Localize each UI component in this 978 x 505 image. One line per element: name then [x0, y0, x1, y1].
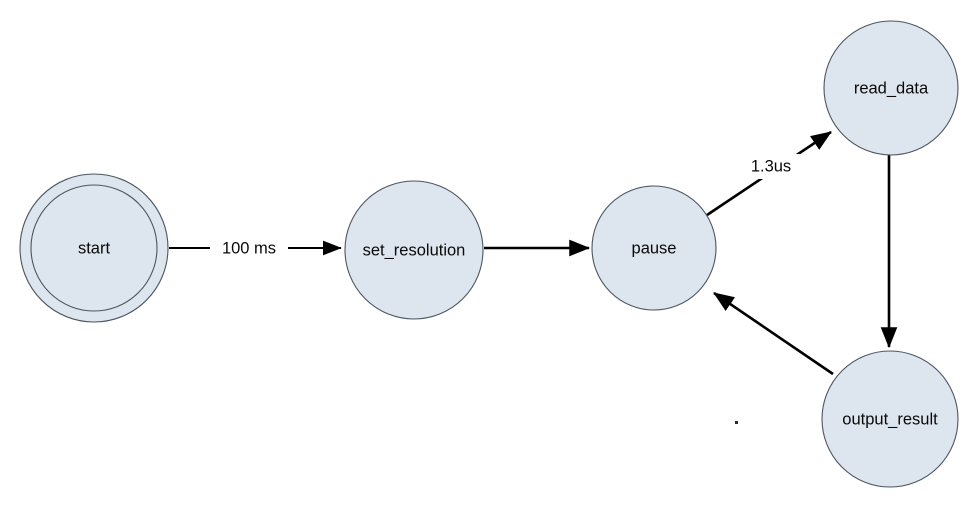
node-set-resolution-label: set_resolution	[363, 241, 466, 259]
node-output-result-label: output_result	[842, 410, 938, 428]
node-start-label: start	[78, 239, 111, 257]
node-start[interactable]: start	[19, 173, 169, 323]
node-pause-circle	[591, 185, 717, 311]
node-output-result-circle	[821, 350, 959, 488]
stray-dot-artifact	[735, 421, 738, 424]
edge-labels-layer: 100 ms 1.3us	[210, 154, 804, 261]
node-set-resolution[interactable]: set_resolution	[344, 180, 484, 320]
node-read-data-circle	[823, 20, 959, 156]
edge-label-100ms-group: 100 ms	[210, 235, 288, 261]
node-output-result[interactable]: output_result	[821, 350, 959, 488]
edge-output-result-to-pause	[713, 291, 834, 376]
edge-label-100ms: 100 ms	[222, 239, 276, 257]
node-pause[interactable]: pause	[591, 185, 717, 311]
edge-label-1-3us-backdrop	[738, 154, 804, 179]
edge-label-1-3us-group: 1.3us	[738, 154, 804, 179]
edge-label-1-3us: 1.3us	[751, 157, 791, 175]
node-read-data[interactable]: read_data	[823, 20, 959, 156]
node-start-inner-circle	[30, 184, 158, 312]
node-pause-label: pause	[632, 239, 677, 257]
node-read-data-label: read_data	[854, 79, 929, 97]
nodes-layer: start set_resolution pause read_data out…	[19, 20, 959, 488]
edge-label-100ms-backdrop	[210, 235, 288, 261]
edges-layer	[169, 130, 898, 376]
node-set-resolution-circle	[344, 180, 484, 320]
